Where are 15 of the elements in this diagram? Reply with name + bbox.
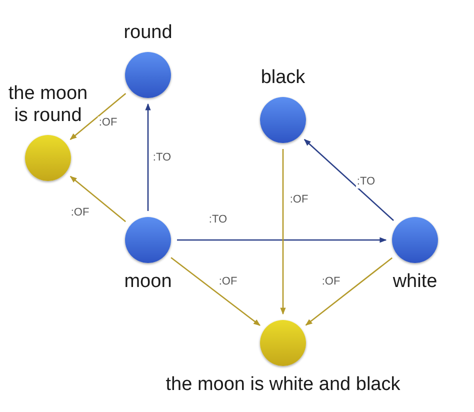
- arrow: [70, 176, 126, 222]
- node-label: white: [392, 271, 438, 293]
- arrow: [145, 103, 151, 211]
- arrow: [177, 237, 387, 243]
- arrow: [304, 139, 394, 221]
- arrow: [305, 257, 393, 326]
- edge-label: :TO: [356, 176, 376, 188]
- arrow: [280, 149, 286, 315]
- node-label: the moon is white and black: [166, 374, 400, 396]
- node-label: black: [260, 67, 306, 89]
- node-label: round: [124, 22, 172, 44]
- node-label: the moon is round: [7, 83, 89, 127]
- arrow: [170, 257, 260, 326]
- node-label: moon: [124, 271, 172, 293]
- arrow: [70, 93, 126, 140]
